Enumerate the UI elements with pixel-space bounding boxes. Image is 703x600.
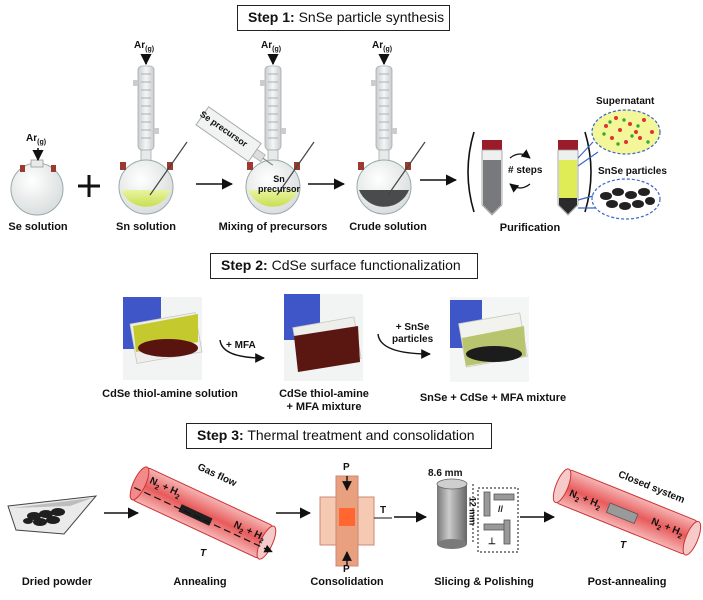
cdse-solution-photo <box>123 297 203 380</box>
step2-prefix: Step 2: <box>221 257 268 273</box>
label-mixing: Mixing of precursors <box>218 221 328 233</box>
step3-title: Thermal treatment and consolidation <box>247 427 475 443</box>
label-supernatant: Supernatant <box>596 96 655 107</box>
arrow-add-snse <box>377 333 431 359</box>
step1-title: SnSe particle synthesis <box>298 9 445 25</box>
annealing-tube <box>129 466 277 560</box>
cdse-mfa-photo <box>284 294 363 381</box>
snse-particles-inset <box>577 178 661 220</box>
label-pressure-top: P <box>343 462 350 473</box>
supernatant-inset <box>577 109 661 167</box>
label-cdse-solution: CdSe thiol-amine solution <box>102 388 238 400</box>
label-diameter: 8.6 mm <box>428 468 463 479</box>
label-cdse-mfa: CdSe thiol-amine+ MFA mixture <box>279 388 369 413</box>
label-slicing: Slicing & Polishing <box>434 576 534 588</box>
label-temp-post: T <box>620 540 627 551</box>
label-purification: Purification <box>499 222 561 234</box>
label-final-mixture: SnSe + CdSe + MFA mixture <box>419 392 567 404</box>
step3-prefix: Step 3: <box>197 427 244 443</box>
label-perpendicular: ⊥ <box>488 536 496 546</box>
step1-header: Step 1: SnSe particle synthesis <box>237 5 450 31</box>
step1-prefix: Step 1: <box>248 9 295 25</box>
label-annealing: Annealing <box>173 576 227 588</box>
slice-pieces <box>477 487 519 553</box>
label-consolidation: Consolidation <box>310 576 384 588</box>
pellet-cylinder <box>436 478 474 549</box>
label-temp-anneal: T <box>200 548 207 559</box>
label-post-annealing: Post-annealing <box>587 576 667 588</box>
gas-label-mix: Ar(g) <box>261 40 282 53</box>
se-flask <box>10 148 64 216</box>
label-crude: Crude solution <box>349 221 427 233</box>
sn-flask <box>118 53 188 215</box>
gas-label-sn: Ar(g) <box>134 40 155 53</box>
label-sn-solution: Sn solution <box>116 221 176 233</box>
label-temp-consol: T <box>380 505 387 516</box>
step3-header: Step 3: Thermal treatment and consolidat… <box>186 423 492 449</box>
label-pressure-bottom: P <box>343 564 350 575</box>
consolidation-die <box>319 475 392 567</box>
label-parallel: // <box>498 504 504 514</box>
purification-group <box>467 131 592 216</box>
gas-label-crude: Ar(g) <box>372 40 393 53</box>
label-snse-particles: SnSe particles <box>598 166 667 177</box>
label-se-solution: Se solution <box>8 221 68 233</box>
mixing-flask <box>195 53 315 215</box>
dried-powder-boat <box>7 495 98 535</box>
label-add-mfa: + MFA <box>226 340 256 351</box>
post-annealing-tube <box>552 468 702 556</box>
step2-header: Step 2: CdSe surface functionalization <box>210 253 478 279</box>
label-height: 12 mm <box>467 496 478 526</box>
gas-label-se: Ar(g) <box>26 133 47 146</box>
label-dried-powder: Dried powder <box>21 576 93 588</box>
arrow-add-mfa <box>219 339 265 363</box>
crude-flask <box>356 53 426 215</box>
final-mixture-photo <box>450 297 529 382</box>
step2-title: CdSe surface functionalization <box>271 257 461 273</box>
label-steps: # steps <box>508 165 543 176</box>
plus-sign <box>78 175 100 197</box>
